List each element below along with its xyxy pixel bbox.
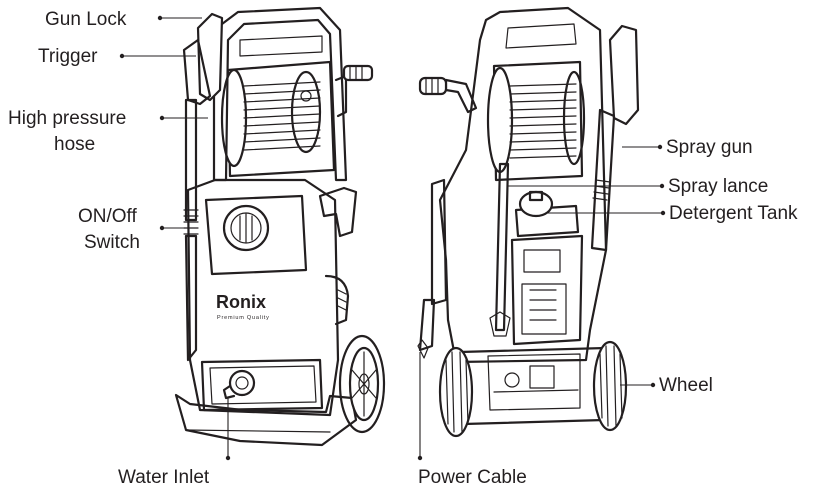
- water-inlet-panel: [200, 358, 324, 412]
- label-power-cable: Power Cable: [418, 467, 527, 488]
- brand-tagline: Premium Quality: [217, 315, 270, 321]
- cable-hook-wraps: [337, 289, 347, 311]
- label-on-off-switch-1: ON/Off: [78, 206, 137, 227]
- on-off-switch-knob-outer: [222, 204, 270, 252]
- rear-view-machine: [417, 6, 640, 438]
- label-detergent-tank: Detergent Tank: [669, 203, 798, 224]
- rear-cable-hanger: [417, 178, 448, 359]
- rear-wheel-left: [438, 346, 474, 438]
- cable-hook: [324, 274, 350, 326]
- label-spray-gun: Spray gun: [666, 137, 753, 158]
- rear-motor-housing: [510, 234, 584, 346]
- front-base-ridge: [185, 429, 331, 433]
- rear-detergent-tank: [514, 190, 580, 238]
- switch-knob-grip: [239, 213, 253, 243]
- rear-spray-lance: [494, 162, 510, 332]
- label-wheel: Wheel: [659, 375, 713, 396]
- switch-housing: [204, 194, 308, 276]
- label-gun-lock: Gun Lock: [45, 9, 127, 30]
- rear-frame-top-bar: [505, 23, 577, 49]
- brand-logo: Ronix: [216, 292, 266, 312]
- on-off-switch-knob: [230, 212, 262, 244]
- callout-lines: [119, 15, 666, 461]
- rear-spray-gun: [590, 24, 640, 252]
- front-view-machine: Ronix Premium Quality: [174, 6, 386, 447]
- front-handle-crossbar: [239, 35, 323, 57]
- front-wheel: [338, 334, 386, 434]
- label-trigger: Trigger: [38, 46, 98, 67]
- labels: Gun Lock Trigger High pressure hose ON/O…: [8, 9, 798, 488]
- water-inlet-connector: [222, 369, 256, 400]
- front-spray-gun: [182, 12, 224, 362]
- rear-wheel-right: [592, 340, 628, 432]
- front-handle-frame: [212, 6, 348, 182]
- label-water-inlet: Water Inlet: [118, 467, 210, 488]
- rear-lance-nozzle: [489, 311, 511, 337]
- front-body: [186, 178, 340, 417]
- label-high-pressure-hose-2: hose: [54, 134, 95, 155]
- rear-frame: [438, 6, 608, 364]
- label-on-off-switch-2: Switch: [84, 232, 140, 253]
- rear-hose-reel: [486, 60, 586, 182]
- front-gun-holster: [318, 186, 358, 238]
- water-inlet-panel-inner: [209, 365, 317, 405]
- front-hose-reel: [220, 60, 336, 178]
- rear-reel-crank: [418, 76, 478, 114]
- label-spray-lance: Spray lance: [668, 176, 768, 197]
- label-high-pressure-hose-1: High pressure: [8, 108, 126, 129]
